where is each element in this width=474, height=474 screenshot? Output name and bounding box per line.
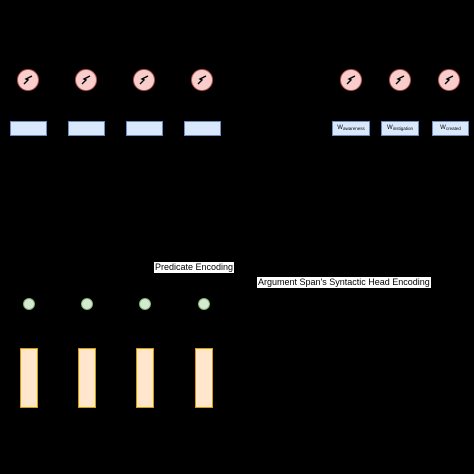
sigmoid-node-left-3 [133, 69, 155, 91]
sigmoid-node-right-1 [340, 69, 362, 91]
weight-base: W [440, 125, 446, 131]
token-embedding-1 [20, 348, 38, 408]
weight-box-awareness: Wawareness [332, 121, 370, 136]
sigmoid-curve-icon [23, 75, 33, 85]
weight-box-created: Wcreated [432, 121, 469, 136]
sigmoid-node-left-2 [75, 69, 97, 91]
sigmoid-curve-icon [139, 75, 149, 85]
sigmoid-curve-icon [395, 75, 405, 85]
layer-box-left-1 [10, 121, 47, 136]
weight-subscript: instigation [392, 126, 413, 131]
predicate-encoding-label: Predicate Encoding [154, 262, 235, 273]
weight-base: W [387, 125, 393, 131]
token-embedding-3 [136, 348, 154, 408]
layer-box-left-4 [184, 121, 221, 136]
sigmoid-node-left-4 [191, 69, 213, 91]
layer-box-left-2 [68, 121, 105, 136]
weight-box-instigation: Winstigation [381, 121, 419, 136]
sigmoid-node-left-1 [17, 69, 39, 91]
sigmoid-curve-icon [444, 75, 454, 85]
sigmoid-node-right-2 [389, 69, 411, 91]
layer-box-left-3 [126, 121, 163, 136]
sigmoid-node-right-3 [438, 69, 460, 91]
weight-subscript: awareness [342, 126, 365, 131]
sigmoid-curve-icon [197, 75, 207, 85]
weight-subscript: created [445, 126, 461, 131]
token-embedding-4 [195, 348, 213, 408]
argument-head-encoding-label: Argument Span's Syntactic Head Encoding [257, 277, 431, 288]
encoding-dot-3 [139, 298, 151, 310]
token-embedding-2 [78, 348, 96, 408]
encoding-dot-2 [81, 298, 93, 310]
weight-base: W [337, 125, 343, 131]
sigmoid-curve-icon [346, 75, 356, 85]
encoding-dot-1 [23, 298, 35, 310]
encoding-dot-4 [198, 298, 210, 310]
sigmoid-curve-icon [81, 75, 91, 85]
